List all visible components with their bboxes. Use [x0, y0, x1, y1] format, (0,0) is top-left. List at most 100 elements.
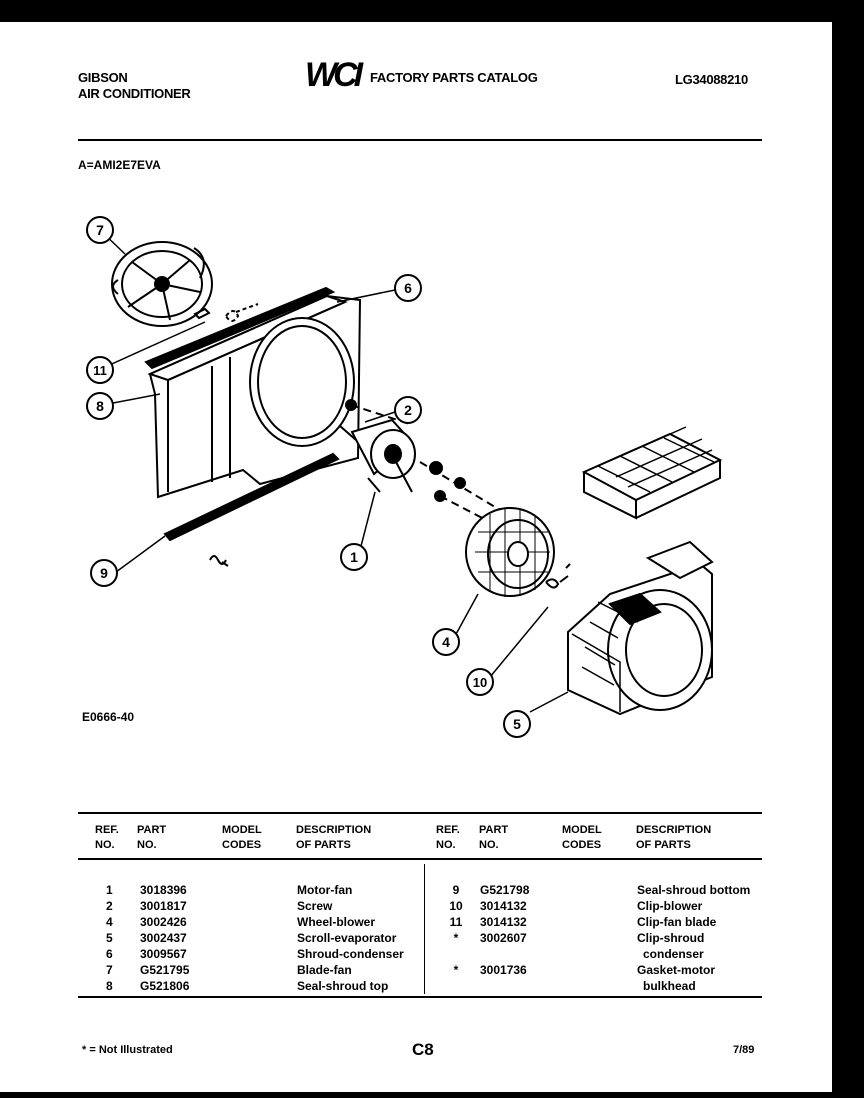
callout-8: 8: [86, 392, 114, 420]
callout-11: 11: [86, 356, 114, 384]
table-cell: Wheel-blower: [297, 915, 376, 929]
callout-9: 9: [90, 559, 118, 587]
table-cell: 8: [106, 979, 113, 993]
table-cell: Shroud-condenser: [297, 947, 404, 961]
left-part-column: 3018396 3001817 3002426 3002437 3009567 …: [140, 882, 189, 994]
callout-label: 1: [350, 549, 358, 565]
table-cell: 2: [106, 899, 113, 913]
header-ref-no: REF.NO.: [95, 824, 119, 851]
table-cell: 6: [106, 947, 113, 961]
table-cell: bulkhead: [643, 979, 696, 993]
table-cell: Clip-blower: [637, 899, 703, 913]
model-number: A=AMI2E7EVA: [78, 158, 161, 172]
table-cell: 3018396: [140, 883, 187, 897]
callout-10: 10: [466, 668, 494, 696]
table-cell: G521795: [140, 963, 190, 977]
header-ref-no-right: REF.NO.: [436, 824, 460, 851]
right-ref-column: 9 10 11 * *: [444, 882, 468, 994]
table-cell: Seal-shroud top: [297, 979, 389, 993]
table-cell: 10: [449, 899, 463, 913]
table-cell: 3001817: [140, 899, 187, 913]
table-top-rule: [78, 812, 762, 814]
table-column-divider: [424, 864, 425, 994]
table-cell: [444, 946, 468, 962]
table-cell: Scroll-evaporator: [297, 931, 397, 945]
screw-parts: [345, 399, 466, 502]
catalog-number: LG34088210: [675, 72, 748, 87]
table-cell: 3014132: [480, 915, 527, 929]
table-cell: 9: [452, 883, 460, 897]
fan-blade-part: [111, 241, 213, 327]
page-number: C8: [412, 1040, 434, 1059]
callout-6: 6: [394, 274, 422, 302]
callout-label: 8: [96, 398, 104, 414]
blower-wheel-part: [465, 507, 555, 597]
table-cell: Motor-fan: [297, 883, 353, 897]
callout-7: 7: [86, 216, 114, 244]
footnote: * = Not Illustrated: [82, 1044, 173, 1056]
brand-name: GIBSON: [78, 70, 128, 85]
table-cell: 7: [106, 963, 113, 977]
table-cell: 3002437: [140, 931, 187, 945]
scroll-evaporator-part: [567, 540, 714, 716]
filter-grille-part: [581, 426, 723, 520]
callout-label: 6: [404, 280, 412, 296]
table-cell: 1: [106, 883, 113, 897]
catalog-page: GIBSON AIR CONDITIONER WCI FACTORY PARTS…: [0, 22, 832, 1092]
table-cell: Screw: [297, 899, 333, 913]
callout-label: 2: [404, 402, 412, 418]
table-cell: 3002426: [140, 915, 187, 929]
callout-5: 5: [503, 710, 531, 738]
table-cell: Gasket-motor: [637, 963, 716, 977]
left-desc-column: Motor-fan Screw Wheel-blower Scroll-evap…: [297, 882, 404, 994]
table-cell: [480, 946, 529, 962]
motor-fan-part: [339, 418, 416, 493]
catalog-title: FACTORY PARTS CATALOG: [370, 70, 538, 85]
table-cell: *: [453, 963, 459, 977]
table-cell: 4: [106, 915, 113, 929]
table-cell: [444, 978, 468, 994]
seal-shroud-bottom-part: [163, 452, 340, 542]
brand-block: GIBSON AIR CONDITIONER: [78, 70, 191, 102]
right-desc-column: Seal-shroud bottom Clip-blower Clip-fan …: [637, 882, 750, 994]
right-part-column: G521798 3014132 3014132 3002607 3001736: [480, 882, 529, 994]
clip-part: [225, 303, 259, 322]
table-cell: Clip-shroud: [637, 931, 705, 945]
wci-logo: WCI: [305, 56, 363, 94]
callout-label: 9: [100, 565, 108, 581]
table-cell: 3014132: [480, 899, 527, 913]
table-cell: condenser: [643, 947, 704, 961]
revision-date: 7/89: [733, 1044, 755, 1056]
left-ref-column: 1 2 4 5 6 7 8: [106, 882, 113, 994]
shroud-condenser-part: [147, 294, 362, 499]
product-name: AIR CONDITIONER: [78, 86, 191, 101]
table-cell: Blade-fan: [297, 963, 352, 977]
table-cell: 3001736: [480, 963, 527, 977]
callout-label: 4: [442, 634, 450, 650]
header-divider: [78, 139, 762, 141]
callout-label: 7: [96, 222, 104, 238]
table-bottom-rule: [78, 996, 762, 998]
seal-shroud-top-part: [144, 286, 336, 370]
exploded-parts-diagram: 7 6 11 8 2 1 9 4 10 5: [86, 216, 723, 738]
figure-number: E0666-40: [82, 710, 135, 724]
table-cell: 5: [106, 931, 113, 945]
table-cell: 3009567: [140, 947, 187, 961]
table-cell: 11: [449, 915, 463, 929]
callout-4: 4: [432, 628, 460, 656]
callout-label: 10: [473, 675, 487, 690]
table-cell: [480, 978, 529, 994]
table-cell: 3002607: [480, 931, 527, 945]
clip-fan-blade-part: [193, 307, 211, 320]
clip-blower-part: [545, 563, 571, 589]
callout-label: 5: [513, 716, 521, 732]
table-cell: G521806: [140, 979, 190, 993]
clip-9-part: [209, 555, 229, 567]
table-cell: Seal-shroud bottom: [637, 883, 751, 897]
